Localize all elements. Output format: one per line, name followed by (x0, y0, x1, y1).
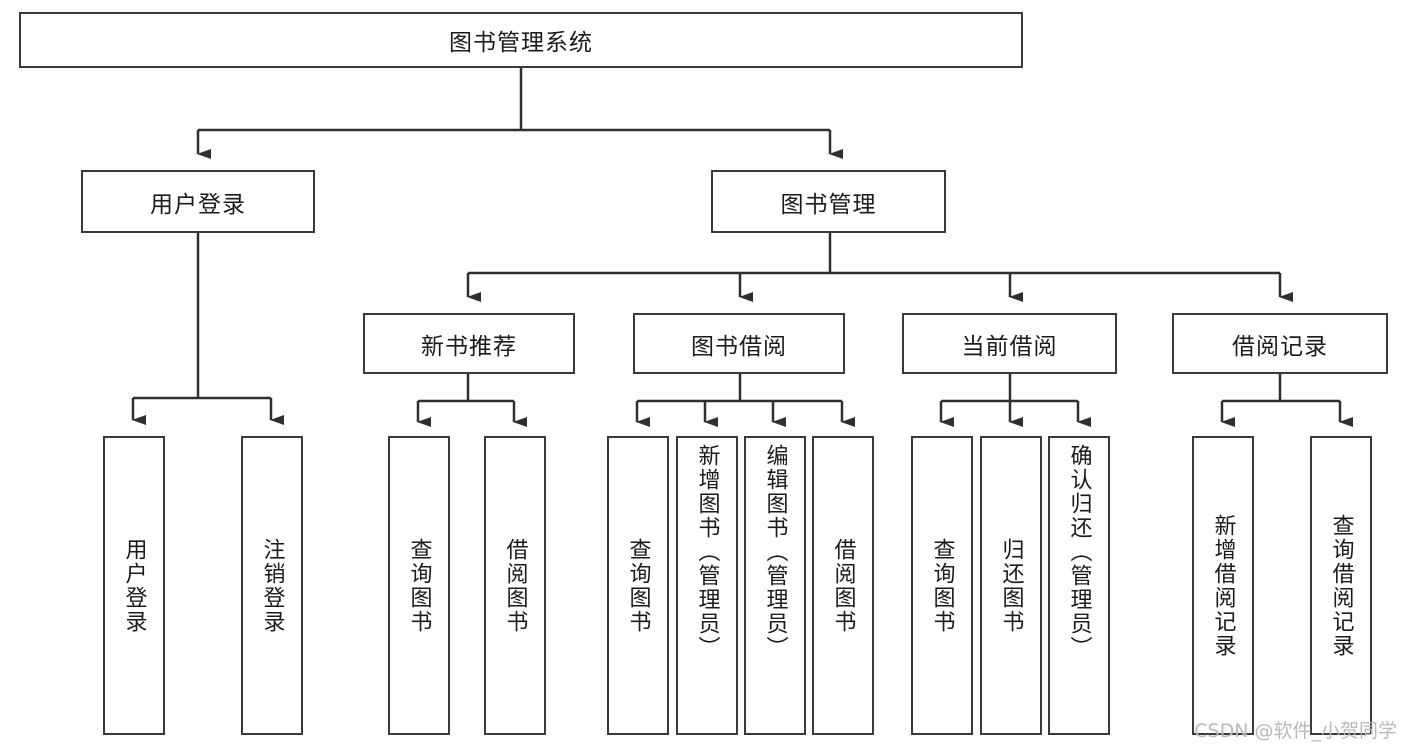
leaf-borrow-book-2-label: 借阅图书 (830, 537, 856, 634)
node-new-book-recommend-label: 新书推荐 (421, 333, 517, 360)
node-user-login-label: 用户登录 (150, 191, 246, 218)
leaf-query-book-1-label: 查询图书 (406, 537, 432, 634)
leaf-query-book-2[interactable]: 查询图书 (607, 436, 669, 735)
leaf-return-book-label: 归还图书 (998, 537, 1024, 634)
leaf-return-book[interactable]: 归还图书 (980, 436, 1042, 735)
leaf-query-record-label: 查询借阅记录 (1328, 513, 1354, 658)
leaf-add-book-label: 新增图书（管理员） (694, 444, 720, 660)
node-new-book-recommend[interactable]: 新书推荐 (363, 313, 575, 374)
leaf-logout-login[interactable]: 注销登录 (241, 436, 303, 735)
leaf-query-book-3-label: 查询图书 (929, 537, 955, 634)
leaf-edit-book[interactable]: 编辑图书（管理员） (744, 436, 806, 735)
node-borrow-record[interactable]: 借阅记录 (1172, 313, 1388, 374)
node-user-login[interactable]: 用户登录 (81, 170, 315, 233)
leaf-query-book-3[interactable]: 查询图书 (911, 436, 973, 735)
leaf-borrow-book-2[interactable]: 借阅图书 (812, 436, 874, 735)
leaf-user-login-label: 用户登录 (121, 537, 147, 634)
leaf-edit-book-label: 编辑图书（管理员） (762, 444, 788, 660)
leaf-query-book-1[interactable]: 查询图书 (388, 436, 450, 735)
leaf-query-record[interactable]: 查询借阅记录 (1310, 436, 1372, 735)
leaf-add-record-label: 新增借阅记录 (1210, 513, 1236, 658)
node-book-borrow[interactable]: 图书借阅 (633, 313, 845, 374)
node-root[interactable]: 图书管理系统 (19, 12, 1023, 68)
leaf-confirm-return-label: 确认归还（管理员） (1066, 444, 1092, 660)
leaf-user-login[interactable]: 用户登录 (103, 436, 165, 735)
leaf-borrow-book-1-label: 借阅图书 (502, 537, 528, 634)
leaf-confirm-return[interactable]: 确认归还（管理员） (1048, 436, 1110, 735)
node-root-label: 图书管理系统 (449, 30, 593, 56)
leaf-add-record[interactable]: 新增借阅记录 (1192, 436, 1254, 735)
node-book-manage-label: 图书管理 (780, 191, 877, 218)
leaf-logout-login-label: 注销登录 (259, 537, 285, 634)
leaf-query-book-2-label: 查询图书 (625, 537, 651, 634)
node-borrow-record-label: 借阅记录 (1232, 333, 1328, 360)
leaf-borrow-book-1[interactable]: 借阅图书 (484, 436, 546, 735)
node-book-borrow-label: 图书借阅 (691, 333, 787, 360)
node-current-borrow[interactable]: 当前借阅 (902, 313, 1117, 374)
leaf-add-book[interactable]: 新增图书（管理员） (676, 436, 738, 735)
node-book-manage[interactable]: 图书管理 (711, 170, 946, 233)
node-current-borrow-label: 当前借阅 (961, 333, 1058, 360)
